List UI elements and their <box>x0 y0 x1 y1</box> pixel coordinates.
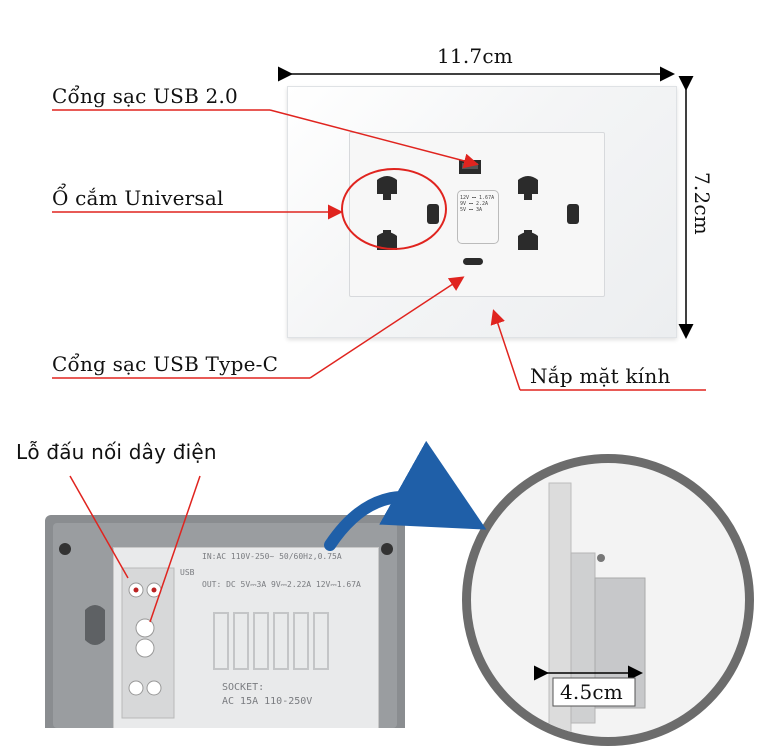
transition-arrow <box>324 440 487 551</box>
usb-spec-line: 9V ⎓ 2.2A <box>460 201 489 207</box>
back-module: IN:AC 110V-250~ 50/60Hz,0.75A USB OUT: D… <box>113 547 379 728</box>
universal-highlight-circle <box>341 168 447 250</box>
glass-leader <box>490 309 521 391</box>
usb20-label: Cổng sạc USB 2.0 <box>52 84 238 108</box>
socket-plate-front: 12V ⎓ 1.67A 9V ⎓ 2.2A 5V ⎓ 3A <box>287 86 677 338</box>
typec-leader <box>309 276 465 379</box>
left-outlet <box>377 176 439 250</box>
height-label: 7.2cm <box>690 172 714 235</box>
usb-spec-label: 12V ⎓ 1.67A 9V ⎓ 2.2A 5V ⎓ 3A <box>457 190 499 244</box>
output-rating-text: OUT: DC 5V⎓3A 9V⎓2.22A 12V⎓1.67A <box>202 580 361 589</box>
terminal-block <box>121 567 329 719</box>
width-label: 11.7cm <box>437 44 513 68</box>
socket-title-text: SOCKET: <box>222 682 265 693</box>
wire-hole-leader-left <box>69 475 129 579</box>
typec-label: Cổng sạc USB Type-C <box>52 352 279 376</box>
glass-label: Nắp mặt kính <box>530 364 671 388</box>
input-rating-text: IN:AC 110V-250~ 50/60Hz,0.75A <box>202 552 342 561</box>
usb20-leader <box>269 109 479 169</box>
socket-rating-text: AC 15A 110-250V <box>222 696 313 707</box>
annotation-overlay <box>52 66 706 707</box>
socket-back-view: IN:AC 110V-250~ 50/60Hz,0.75A USB OUT: D… <box>45 515 405 728</box>
usb-spec-line: 5V ⎓ 3A <box>460 207 483 213</box>
usb-c-port <box>463 258 483 265</box>
right-outlet <box>518 176 579 250</box>
socket-details <box>377 160 579 265</box>
universal-label: Ổ cắm Universal <box>52 186 224 210</box>
depth-label: 4.5cm <box>560 680 623 704</box>
wire-hole-leader-right <box>149 475 201 623</box>
wire-holes-label: Lỗ đấu nối dây điện <box>16 440 217 464</box>
usb-spec-line: 12V ⎓ 1.67A <box>460 195 495 201</box>
usb-print-text: USB <box>180 568 195 577</box>
